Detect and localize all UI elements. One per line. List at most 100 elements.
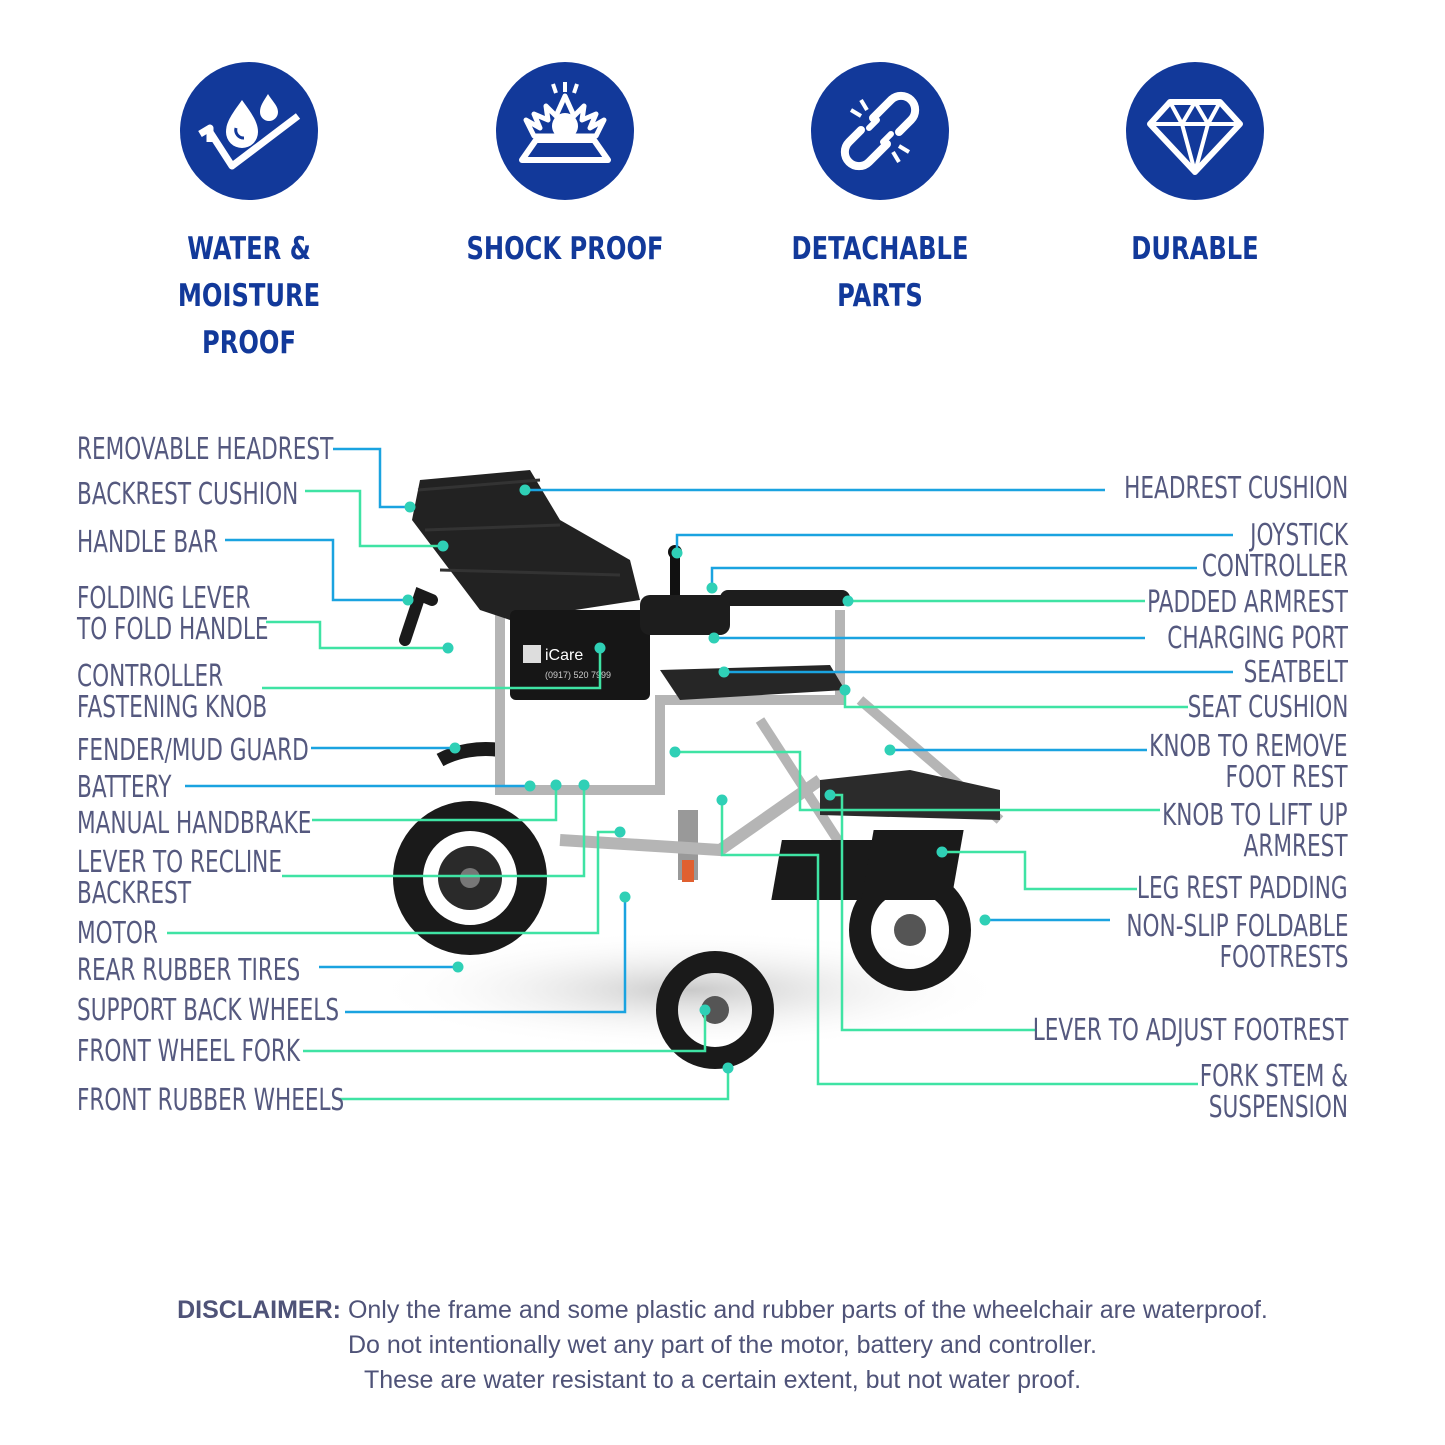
leader-dot bbox=[671, 547, 683, 559]
callout-line: FOLDING LEVER bbox=[77, 581, 251, 616]
callout-line: HEADREST CUSHION bbox=[1123, 471, 1348, 506]
leader-line bbox=[942, 850, 1137, 891]
leader-line bbox=[312, 785, 558, 822]
callout-handle-bar: HANDLE BAR bbox=[77, 527, 218, 558]
leader-dot bbox=[669, 746, 681, 758]
leader-dot bbox=[594, 642, 606, 654]
callout-line: FRONT RUBBER WHEELS bbox=[77, 1083, 345, 1118]
callout-line: LEG REST PADDING bbox=[1137, 871, 1348, 906]
callout-line: FENDER/MUD GUARD bbox=[77, 733, 309, 768]
feature-durable: DURABLE bbox=[1045, 62, 1345, 273]
brand-phone-text: (0917) 520 7999 bbox=[545, 670, 611, 680]
leader-line bbox=[830, 793, 1035, 1032]
callout-line: FORK STEM & bbox=[1199, 1059, 1348, 1094]
leader-dot bbox=[550, 779, 562, 791]
leader-dot bbox=[716, 794, 728, 806]
leader-dot bbox=[824, 789, 836, 801]
leader-dot bbox=[884, 744, 896, 756]
callout-rear-rubber-tires: REAR RUBBER TIRES bbox=[77, 955, 300, 986]
leader-dot bbox=[699, 1004, 711, 1016]
callout-line: SUPPORT BACK WHEELS bbox=[77, 993, 340, 1028]
callout-line: SEATBELT bbox=[1243, 655, 1348, 690]
callout-leg-rest-padding: LEG REST PADDING bbox=[1137, 873, 1348, 904]
feature-label-line1: WATER & MOISTURE bbox=[177, 231, 321, 314]
callout-seatbelt: SEATBELT bbox=[1244, 657, 1348, 688]
shock-proof-icon bbox=[496, 62, 634, 200]
callout-non-slip-footrests: NON-SLIP FOLDABLE FOOTRESTS bbox=[1126, 911, 1348, 973]
callout-line: LEVER TO RECLINE bbox=[77, 845, 282, 880]
callout-line: FOOT REST bbox=[1225, 760, 1348, 795]
disclaimer: DISCLAIMER: Only the frame and some plas… bbox=[0, 1293, 1445, 1398]
feature-label-line2: PARTS bbox=[837, 278, 923, 314]
leader-dot bbox=[404, 501, 416, 513]
leader-dot bbox=[706, 582, 718, 594]
leader-line bbox=[345, 897, 627, 1014]
callout-leader-lines bbox=[167, 447, 1233, 1101]
leader-dot bbox=[936, 846, 948, 858]
callout-line: SUSPENSION bbox=[1208, 1090, 1348, 1125]
leader-line bbox=[266, 620, 448, 650]
leader-line bbox=[710, 566, 1197, 588]
callout-line: FOOTRESTS bbox=[1219, 940, 1348, 975]
feature-label-line2: PROOF bbox=[202, 325, 296, 361]
leader-dot bbox=[718, 666, 730, 678]
callout-seat-cushion: SEAT CUSHION bbox=[1187, 692, 1348, 723]
callout-joystick-controller: JOYSTICK CONTROLLER bbox=[1202, 520, 1348, 582]
callout-headrest-cushion: HEADREST CUSHION bbox=[1124, 473, 1348, 504]
leader-line bbox=[675, 750, 1160, 812]
callout-line: FASTENING KNOB bbox=[77, 690, 268, 725]
callout-line: BACKREST bbox=[77, 876, 192, 911]
leader-dot bbox=[449, 742, 461, 754]
disclaimer-label: DISCLAIMER: bbox=[177, 1296, 341, 1324]
leader-line bbox=[333, 447, 410, 509]
callout-line: PADDED ARMREST bbox=[1147, 585, 1348, 620]
leader-dot bbox=[578, 779, 590, 791]
callout-line: KNOB TO LIFT UP bbox=[1162, 798, 1348, 833]
leader-dot bbox=[524, 780, 536, 792]
leader-line bbox=[167, 830, 620, 935]
leader-line bbox=[675, 533, 1233, 553]
callout-line: BATTERY bbox=[77, 770, 172, 805]
diamond-icon bbox=[1126, 62, 1264, 200]
leader-line bbox=[305, 489, 443, 548]
callout-lever-recline-backrest: LEVER TO RECLINE BACKREST bbox=[77, 847, 282, 909]
leader-dot bbox=[708, 632, 720, 644]
callout-line: TO FOLD HANDLE bbox=[77, 612, 269, 647]
leader-line bbox=[282, 785, 586, 878]
callout-line: CHARGING PORT bbox=[1167, 621, 1348, 656]
disclaimer-text-2: Do not intentionally wet any part of the… bbox=[347, 1331, 1098, 1359]
callout-motor: MOTOR bbox=[77, 918, 158, 949]
callout-padded-armrest: PADDED ARMREST bbox=[1147, 587, 1348, 618]
leader-dot bbox=[614, 826, 626, 838]
feature-label-line1: SHOCK PROOF bbox=[466, 231, 664, 267]
callout-folding-lever: FOLDING LEVER TO FOLD HANDLE bbox=[77, 583, 269, 645]
callout-fork-stem-suspension: FORK STEM & SUSPENSION bbox=[1200, 1061, 1348, 1123]
leader-line bbox=[225, 538, 408, 602]
leader-dot bbox=[402, 594, 414, 606]
feature-shock-proof: SHOCK PROOF bbox=[415, 62, 715, 273]
callout-front-rubber-wheels: FRONT RUBBER WHEELS bbox=[77, 1085, 344, 1116]
leader-dot bbox=[722, 1062, 734, 1074]
feature-water-proof: WATER & MOISTURE PROOF bbox=[99, 62, 399, 367]
disclaimer-text-1: Only the frame and some plastic and rubb… bbox=[347, 1296, 1268, 1324]
feature-label-line1: DURABLE bbox=[1131, 231, 1259, 267]
callout-lever-adjust-footrest: LEVER TO ADJUST FOOTREST bbox=[1032, 1015, 1348, 1046]
leader-dot bbox=[839, 684, 851, 696]
callout-fender-mud-guard: FENDER/MUD GUARD bbox=[77, 735, 309, 766]
leader-dot bbox=[442, 642, 454, 654]
disclaimer-line-1: DISCLAIMER: Only the frame and some plas… bbox=[0, 1293, 1445, 1328]
callout-line: KNOB TO REMOVE bbox=[1149, 729, 1348, 764]
callout-line: REMOVABLE HEADREST bbox=[77, 432, 334, 467]
feature-detachable-parts: DETACHABLE PARTS bbox=[730, 62, 1030, 320]
callout-line: MANUAL HANDBRAKE bbox=[77, 806, 312, 841]
wheelchair-image: iCare (0917) 520 7999 bbox=[393, 470, 1004, 1069]
callout-line: ARMREST bbox=[1244, 829, 1348, 864]
feature-label-line1: DETACHABLE bbox=[791, 231, 969, 267]
leader-dot bbox=[619, 891, 631, 903]
callout-knob-remove-foot-rest: KNOB TO REMOVE FOOT REST bbox=[1150, 731, 1348, 793]
leader-dot bbox=[437, 540, 449, 552]
water-drop-icon bbox=[180, 62, 318, 200]
leader-dot bbox=[979, 914, 991, 926]
broken-link-icon bbox=[811, 62, 949, 200]
